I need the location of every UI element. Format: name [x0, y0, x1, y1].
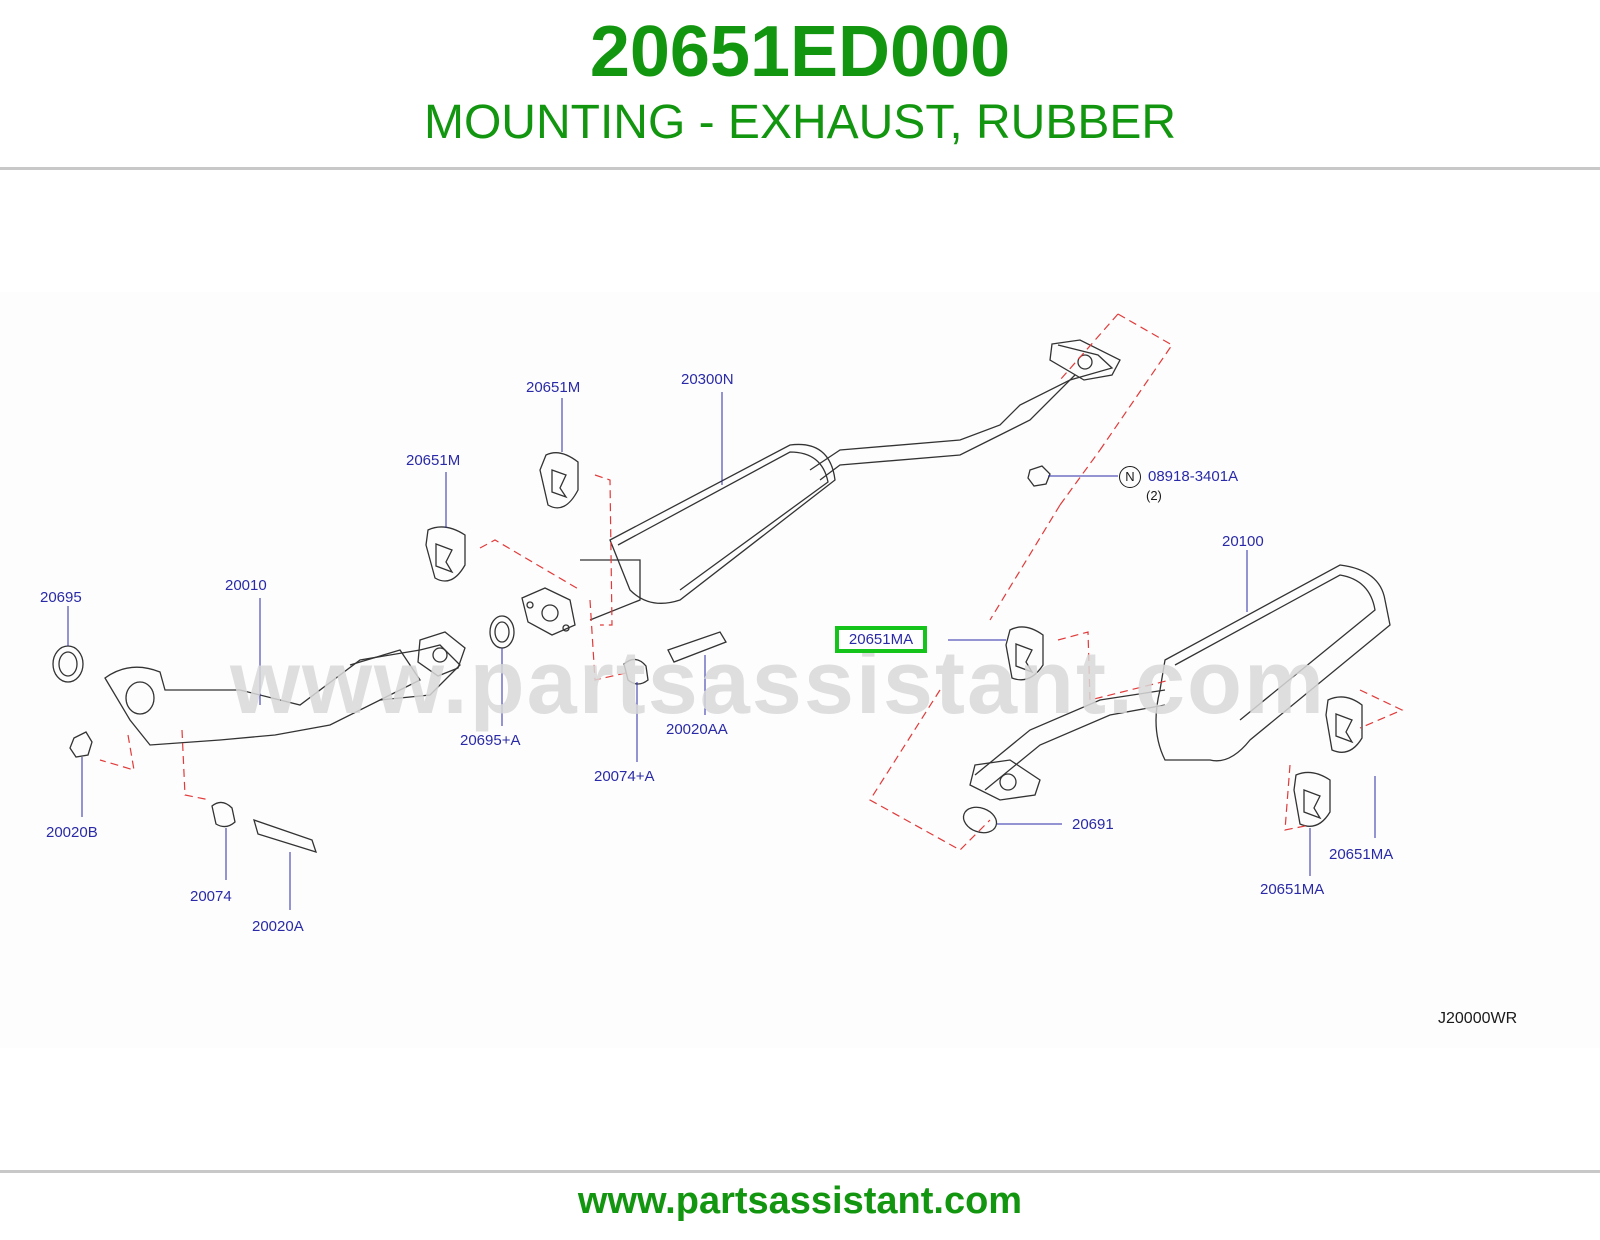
callout-20651M-lower[interactable]: 20651M	[406, 452, 461, 469]
bolt-20020A	[253, 818, 318, 853]
callout-20695[interactable]: 20695	[40, 589, 82, 606]
callout-20691[interactable]: 20691	[1072, 816, 1114, 833]
front-flange	[521, 587, 576, 636]
nut-symbol-n: N	[1119, 466, 1141, 488]
mounting-rubber-ma-3	[1293, 771, 1331, 827]
rear-flange	[1049, 339, 1121, 381]
stud-20074	[211, 801, 236, 828]
callout-20695A[interactable]: 20695+A	[460, 732, 521, 749]
footer-divider	[0, 1170, 1600, 1173]
callout-quantity: (2)	[1146, 488, 1162, 503]
callout-20651M-upper[interactable]: 20651M	[526, 379, 581, 396]
page-header: 20651ED000 MOUNTING - EXHAUST, RUBBER	[0, 0, 1600, 172]
rear-inlet-flange	[969, 759, 1041, 801]
bolt-20020AA	[667, 631, 727, 663]
watermark: www.partsassistant.com	[230, 633, 1327, 733]
front-muffler-rim	[617, 451, 829, 591]
catalyst-pipe	[104, 644, 461, 746]
mounting-rubber-ma-1	[1005, 626, 1044, 681]
mounting-rubber-ma-2	[1325, 696, 1363, 753]
callout-08918-3401A[interactable]: 08918-3401A	[1148, 468, 1239, 485]
callout-20020B[interactable]: 20020B	[46, 824, 98, 841]
seal-ring-20691	[962, 806, 998, 834]
diagram-panel	[0, 292, 1600, 1048]
callout-20074A[interactable]: 20074+A	[594, 768, 655, 785]
stud-20074A	[623, 658, 649, 685]
callout-20074[interactable]: 20074	[190, 888, 232, 905]
callout-20651MA-lower[interactable]: 20651MA	[1260, 881, 1325, 898]
callout-20651MA-right[interactable]: 20651MA	[1329, 846, 1394, 863]
part-name-subtitle: MOUNTING - EXHAUST, RUBBER	[423, 96, 1177, 149]
footer-site-link[interactable]: www.partsassistant.com	[577, 1180, 1023, 1222]
highlighted-callout-label: 20651MA	[848, 631, 914, 648]
callout-20020AA[interactable]: 20020AA	[666, 721, 728, 738]
callout-20020A[interactable]: 20020A	[252, 918, 304, 935]
diagram-code: J20000WR	[1438, 1010, 1518, 1027]
mounting-rubber-2	[425, 526, 466, 582]
center-pipe-inner	[819, 374, 1076, 481]
header-divider	[0, 167, 1600, 170]
rear-muffler-inlet	[974, 689, 1166, 776]
front-muffler-tailpipe	[580, 559, 641, 621]
callout-20300N[interactable]: 20300N	[681, 371, 734, 388]
part-number-title: 20651ED000	[589, 12, 1011, 92]
bolt-20020B	[69, 731, 93, 758]
nut-08918	[1027, 465, 1051, 487]
callout-20010[interactable]: 20010	[225, 577, 267, 594]
rear-muffler-rim	[1174, 574, 1376, 721]
mounting-rubber-1	[539, 452, 579, 509]
callout-20100[interactable]: 20100	[1222, 533, 1264, 550]
center-pipe-outline	[809, 344, 1114, 471]
rear-muffler-body	[1155, 564, 1391, 762]
highlighted-callout-20651MA[interactable]: 20651MA	[835, 626, 927, 653]
